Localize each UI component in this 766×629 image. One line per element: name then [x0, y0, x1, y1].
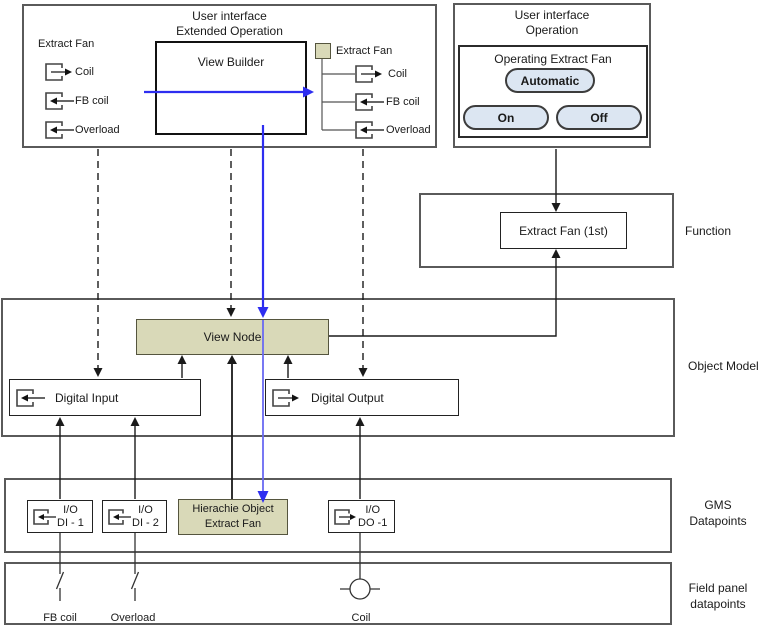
operation-ui-title-line2: Operation: [525, 23, 579, 37]
hierarchy-object-line1: Hierachie Object: [192, 503, 274, 515]
di2-input-icon: [108, 508, 132, 525]
io-di1-box: I/O DI - 1: [27, 500, 93, 533]
extended-to-view-node-dashed-arrow: [226, 149, 236, 317]
digital-input-icon: [16, 388, 46, 407]
gms-side-label: GMS Datapoints: [672, 497, 764, 529]
digital-output-label: Digital Output: [311, 390, 384, 405]
view-builder-box: View Builder: [155, 41, 307, 135]
do1-id-label: DO -1: [358, 516, 388, 529]
field-panel-side-label-line1: Field panel: [688, 581, 748, 595]
object-model-side-label: Object Model: [688, 359, 759, 373]
field-overload-label: Overload: [110, 612, 156, 624]
operation-ui-title-line1: User interface: [514, 8, 590, 22]
digital-input-label: Digital Input: [55, 390, 119, 405]
extended-ui-title: User interface Extended Operation: [24, 9, 435, 39]
source-overload-label: Overload: [75, 124, 120, 136]
result-coil-output-icon: [355, 65, 385, 83]
source-coil-label: Coil: [75, 66, 94, 78]
gms-side-label-line1: GMS: [704, 498, 732, 512]
result-coil-label: Coil: [388, 68, 407, 80]
gms-side-label-line2: Datapoints: [689, 514, 747, 528]
result-tree-root-node-icon: [315, 43, 331, 59]
do1-io-label: I/O: [365, 503, 380, 516]
result-fb-coil-input-icon: [355, 93, 385, 111]
extract-fan-1st-box: Extract Fan (1st): [500, 212, 627, 249]
result-extract-fan-label: Extract Fan: [336, 45, 393, 57]
digital-output-icon: [272, 388, 302, 407]
result-overload-input-icon: [355, 121, 385, 139]
do1-output-icon: [334, 508, 358, 525]
source-extract-fan-label: Extract Fan: [38, 38, 95, 50]
digital-input-box: Digital Input: [9, 379, 201, 416]
hierarchy-object-box: Hierachie Object Extract Fan: [178, 499, 288, 535]
di2-id-label: DI - 2: [132, 516, 159, 529]
operating-panel-title: Operating Extract Fan: [494, 52, 612, 66]
di1-input-icon: [33, 508, 57, 525]
hierarchy-object-labels: Hierachie Object Extract Fan: [192, 502, 273, 532]
view-node-box: View Node: [136, 319, 329, 355]
object-model-section-box: [1, 298, 675, 437]
field-fb-coil-label: FB coil: [43, 612, 77, 624]
automatic-button[interactable]: Automatic: [505, 68, 595, 93]
coil-output-icon: [45, 63, 75, 81]
di1-labels: I/O DI - 1: [57, 504, 84, 530]
operation-ui-title: User interface Operation: [455, 8, 649, 38]
off-button[interactable]: Off: [556, 105, 642, 130]
io-di2-box: I/O DI - 2: [102, 500, 167, 533]
di2-io-label: I/O: [138, 503, 153, 516]
source-fb-coil-label: FB coil: [75, 95, 109, 107]
field-coil-label: Coil: [351, 612, 371, 624]
di1-io-label: I/O: [63, 503, 78, 516]
digital-output-box: Digital Output: [265, 379, 459, 416]
di2-labels: I/O DI - 2: [132, 504, 159, 530]
view-builder-label: View Builder: [197, 55, 265, 69]
do1-labels: I/O DO -1: [358, 504, 387, 530]
builder-to-view-node-blue-arrow: [257, 125, 269, 318]
io-do1-box: I/O DO -1: [328, 500, 395, 533]
hierarchy-object-line2: Extract Fan: [204, 518, 262, 530]
result-overload-label: Overload: [386, 124, 431, 136]
extended-ui-title-line1: User interface: [192, 9, 267, 23]
field-panel-side-label-line2: datapoints: [690, 597, 746, 611]
fb-coil-input-icon: [45, 92, 75, 110]
overload-input-icon: [45, 121, 75, 139]
function-side-label: Function: [685, 224, 732, 238]
extended-ui-title-line2: Extended Operation: [176, 24, 283, 38]
on-button[interactable]: On: [463, 105, 549, 130]
result-fb-coil-label: FB coil: [386, 96, 420, 108]
field-panel-section-box: [4, 562, 672, 625]
field-panel-side-label: Field panel datapoints: [672, 580, 764, 612]
di1-id-label: DI - 1: [57, 516, 84, 529]
